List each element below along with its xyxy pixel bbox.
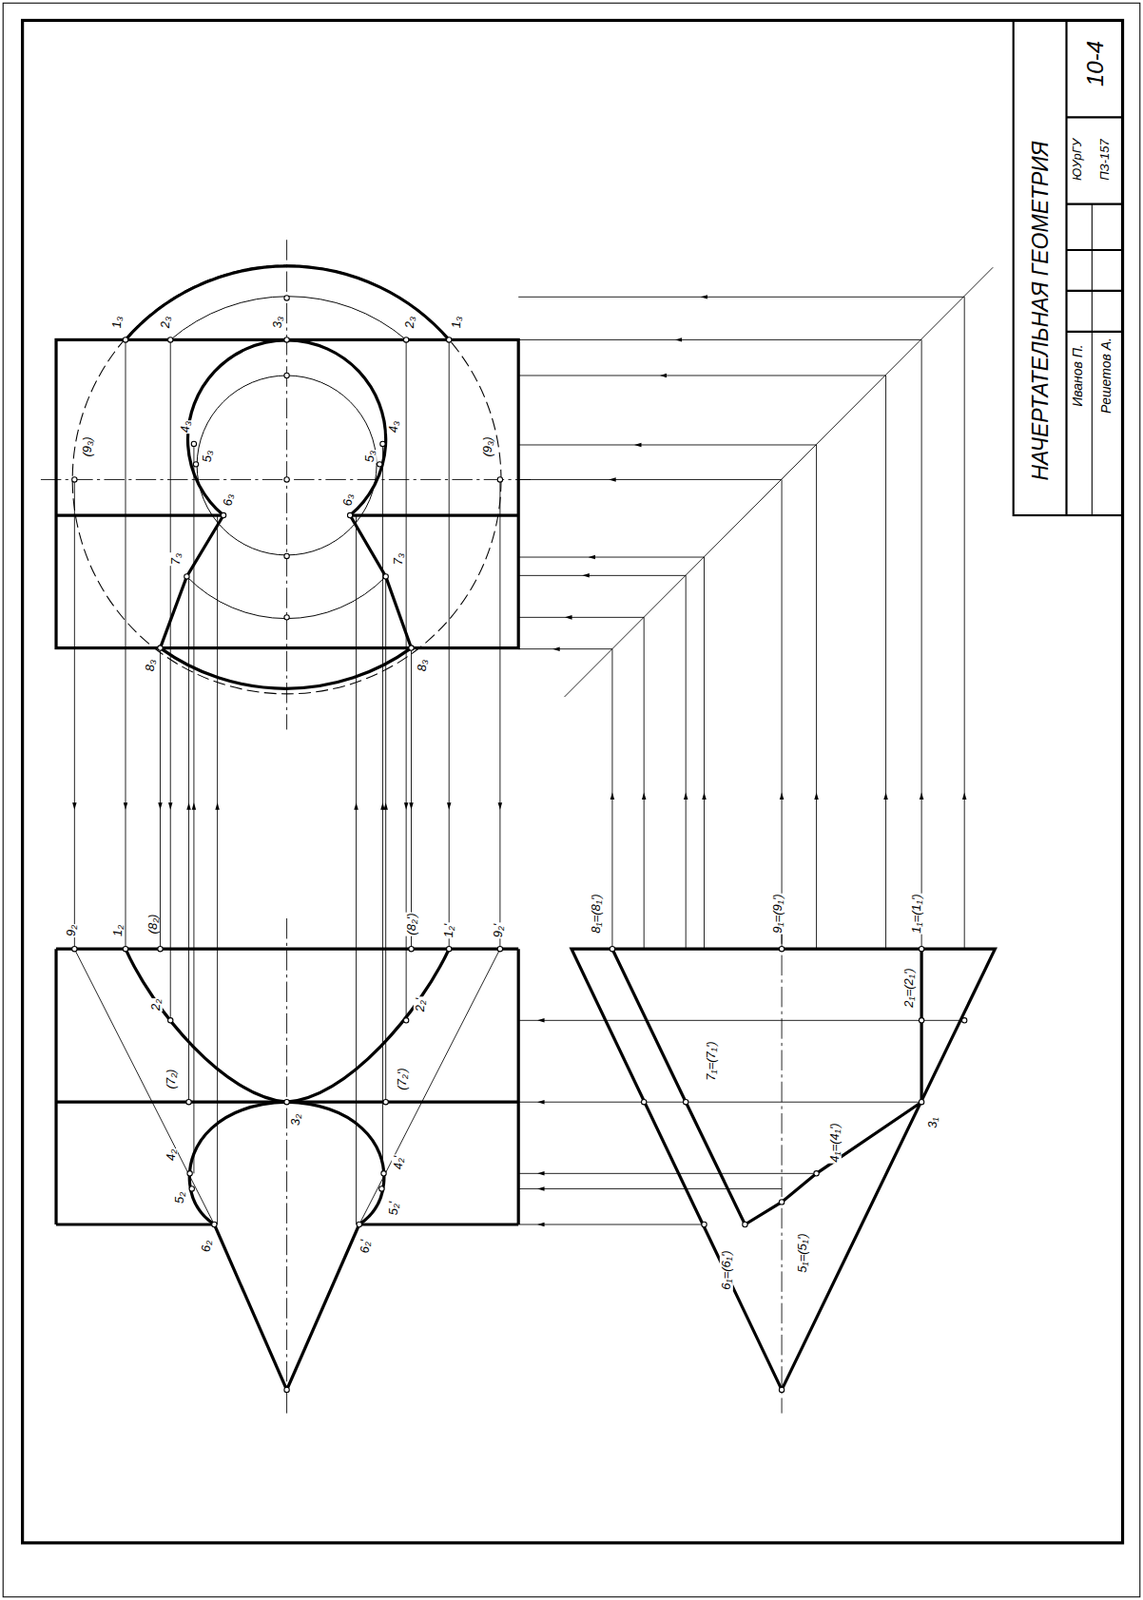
point-label: 6₃	[221, 493, 235, 507]
point-label: 9₁=(9₁')	[771, 892, 785, 934]
title-block	[1013, 19, 1124, 516]
point-label: 4₁=(4₁')	[828, 1122, 842, 1163]
point-label: 6₂'	[358, 1239, 372, 1256]
projection-line	[74, 267, 993, 1225]
point-label: 5₃	[362, 449, 376, 464]
point-label: 9₂	[64, 924, 78, 938]
point-label: 8₃	[143, 658, 157, 673]
point-label: (7₂')	[395, 1067, 409, 1092]
point-dot	[72, 295, 968, 1394]
point-label: 5₂	[173, 1191, 187, 1205]
construction-arc	[170, 296, 407, 620]
point-label: (8₂)	[146, 913, 160, 936]
point-label: (8₂')	[404, 912, 418, 937]
point-label: 9₂'	[491, 922, 505, 939]
point-label: 3₃	[271, 315, 285, 330]
point-label: 4₃	[178, 419, 193, 433]
point-label: 6₁=(6₁')	[719, 1249, 734, 1291]
point-label: 2₂'	[413, 997, 427, 1014]
title-block-text: Иванов П.	[1071, 343, 1086, 408]
point-label: 2₃	[403, 315, 417, 330]
point-label: 7₃	[390, 552, 405, 566]
point-label: 4₂	[164, 1148, 178, 1163]
point-label: 1₃	[110, 315, 124, 330]
point-label: (9₃)	[481, 436, 495, 459]
point-label: (7₂)	[164, 1068, 178, 1091]
title-block-text: Решетов А.	[1100, 336, 1115, 415]
title-block-text: НАЧЕРТАТЕЛЬНАЯ ГЕОМЕТРИЯ	[1028, 140, 1053, 483]
point-label: 7₃	[168, 552, 182, 566]
hidden-circle	[72, 265, 502, 695]
drawing-frame	[22, 19, 1124, 1543]
point-label: 3₁	[926, 1116, 940, 1129]
point-label: 6₃	[341, 493, 355, 507]
point-label: 8₃	[415, 658, 429, 673]
point-label: 1₁=(1₁')	[910, 892, 924, 934]
point-label: 5₁=(5₁')	[794, 1232, 809, 1274]
point-label: (9₃)	[80, 436, 95, 459]
point-label: 2₁=(2₁')	[902, 967, 916, 1008]
point-label: 4₃	[387, 419, 401, 433]
point-label: 1₂	[111, 924, 125, 938]
point-label: 1₂'	[442, 922, 456, 939]
center-line	[40, 239, 782, 1414]
point-label: 2₃	[158, 315, 173, 330]
point-label: 1₃	[449, 315, 464, 330]
point-label: 2₂	[149, 998, 163, 1012]
point-label: 3₂	[289, 1113, 303, 1127]
point-label: 7₁=(7₁')	[704, 1040, 718, 1082]
point-label: 8₁=(8₁')	[589, 892, 603, 934]
title-block-text: ЮУрГУ	[1070, 137, 1085, 182]
visible-contour	[56, 266, 995, 1391]
point-label: 6₂	[199, 1239, 214, 1254]
title-block-text: ПЗ-157	[1098, 138, 1112, 182]
point-label: 4₂'	[390, 1155, 405, 1172]
point-label: 5₃	[200, 449, 214, 464]
title-block-text: 10-4	[1082, 39, 1107, 88]
point-label: 5₂'	[387, 1200, 401, 1217]
